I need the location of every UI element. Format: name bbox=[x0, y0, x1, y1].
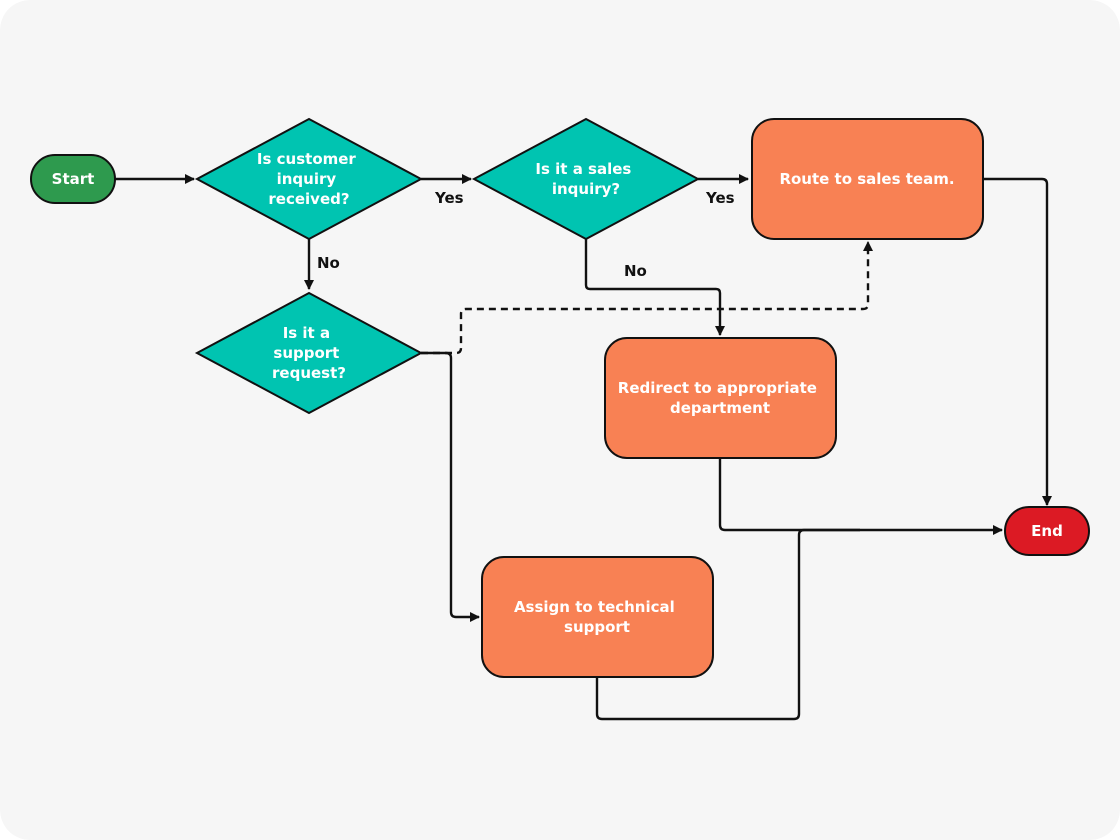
edge-technical-to-end bbox=[595, 528, 860, 721]
process-redirect-department: Redirect to appropriate department bbox=[604, 337, 837, 459]
decision-customer-inquiry-line: Is customer bbox=[257, 150, 357, 168]
process-technical-support-line: support bbox=[564, 618, 630, 636]
end-terminal: End bbox=[1004, 506, 1090, 556]
process-technical-support-shape bbox=[481, 556, 714, 678]
start-terminal: Start bbox=[30, 154, 116, 204]
process-redirect-department-line: department bbox=[670, 399, 770, 417]
decision-customer-inquiry-shape bbox=[194, 117, 424, 241]
edge-support-to-technical bbox=[421, 351, 480, 622]
decision-sales-inquiry-line: Is it a sales bbox=[535, 160, 631, 178]
decision-support-request-line: support bbox=[273, 344, 339, 362]
process-technical-support: Assign to technical support bbox=[481, 556, 714, 678]
process-technical-support-text: Assign to technical support bbox=[514, 598, 680, 636]
edge-sales-no-to-redirect bbox=[584, 239, 725, 336]
process-technical-support-line: Assign to technical bbox=[514, 598, 675, 616]
process-redirect-department-text: Redirect to appropriate department bbox=[618, 379, 822, 417]
edge-label-sales-no: No bbox=[624, 262, 647, 280]
edge-label-sales-yes: Yes bbox=[705, 189, 735, 207]
edge-route-sales-to-end bbox=[984, 177, 1052, 506]
process-route-sales-line: Route to sales team. bbox=[779, 170, 954, 188]
edge-redirect-to-end bbox=[718, 458, 1003, 535]
decision-sales-inquiry-line: inquiry? bbox=[552, 180, 620, 198]
start-label: Start bbox=[52, 170, 95, 188]
process-redirect-department-shape bbox=[604, 337, 837, 459]
decision-support-request-line: request? bbox=[272, 364, 346, 382]
edge-label-inquiry-yes: Yes bbox=[434, 189, 464, 207]
decision-customer-inquiry-line: received? bbox=[268, 190, 349, 208]
process-route-sales: Route to sales team. bbox=[751, 118, 984, 240]
process-route-sales-shape bbox=[751, 118, 984, 240]
decision-customer-inquiry: Is customer inquiry received? bbox=[194, 117, 424, 241]
decision-customer-inquiry-text: Is customer inquiry received? bbox=[257, 150, 361, 208]
edge-support-to-route-sales-dashed bbox=[421, 241, 873, 355]
decision-support-request-shape bbox=[194, 291, 424, 415]
decision-customer-inquiry-line: inquiry bbox=[277, 170, 337, 188]
edge-label-inquiry-no: No bbox=[317, 254, 340, 272]
process-redirect-department-line: Redirect to appropriate bbox=[618, 379, 817, 397]
decision-support-request: Is it a support request? bbox=[194, 291, 424, 415]
decision-sales-inquiry-shape bbox=[471, 117, 701, 241]
edges bbox=[114, 174, 1052, 721]
decision-sales-inquiry-text: Is it a sales inquiry? bbox=[535, 160, 636, 198]
edge-labels: Yes No Yes No bbox=[317, 189, 735, 280]
decision-sales-inquiry: Is it a sales inquiry? bbox=[471, 117, 701, 241]
process-route-sales-text: Route to sales team. bbox=[779, 170, 954, 188]
decision-support-request-text: Is it a support request? bbox=[272, 324, 346, 382]
end-shape bbox=[1004, 506, 1090, 556]
decision-support-request-line: Is it a bbox=[283, 324, 330, 342]
end-label: End bbox=[1031, 522, 1063, 540]
start-shape bbox=[30, 154, 116, 204]
